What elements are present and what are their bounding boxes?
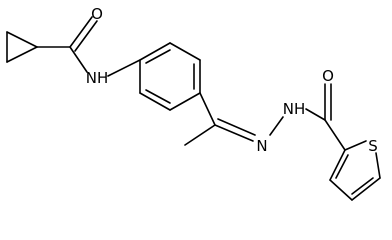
left-amide-group: [36, 16, 141, 77]
bond-phenyl-imine-carbon: [199, 92, 216, 126]
bond-cyclopropyl-2: [6, 31, 38, 48]
bond-thiophene-5: [329, 149, 346, 181]
bond-imine-double-b: [217, 118, 256, 136]
bond-thiophene-inner-2: [335, 154, 349, 179]
bond-nitrogen-carbonyl: [305, 108, 326, 121]
bond-carbonyl-oxygen-a: [69, 16, 93, 48]
atom-oxygen-right: O: [322, 67, 334, 85]
bond-carbonyl-thiophene: [324, 119, 346, 151]
thiophene-ring: [329, 140, 381, 201]
cyclopropane-ring: [6, 31, 38, 63]
atom-hydrazone-nh: NH: [283, 100, 306, 118]
bond-imine-double-a: [214, 124, 254, 142]
atom-imine-nitrogen: N: [256, 137, 267, 155]
bond-benzene-1: [139, 42, 171, 61]
bond-thiophene-3: [351, 177, 381, 201]
bond-carbonyl-nitrogen: [69, 46, 88, 73]
bond-benzene-inner-3: [145, 89, 171, 104]
bond-nitrogen-phenyl: [107, 59, 141, 77]
bond-imine-carbon-methyl: [184, 124, 216, 146]
bond-benzene-4: [169, 92, 201, 111]
bond-nitrogen-nitrogen: [269, 116, 284, 136]
atom-amide-nh: NH: [86, 69, 109, 87]
atom-oxygen-left: O: [91, 5, 103, 23]
bond-benzene-2: [169, 42, 201, 61]
bond-carbonyl-oxygen-b: [74, 20, 98, 52]
atom-thiophene-sulfur: S: [368, 137, 378, 155]
bond-thiophene-2: [375, 152, 381, 179]
hydrazone-linkage: [184, 92, 326, 146]
chemical-structure-diagram: O NH N NH O S: [6, 5, 381, 201]
bond-cyclopropyl-3: [6, 46, 38, 63]
benzene-ring: [139, 42, 201, 111]
bond-thiophene-inner-1: [351, 177, 374, 195]
bond-benzene-inner-1: [145, 49, 171, 64]
bond-thiophene-1: [344, 140, 367, 151]
bond-benzene-5: [139, 92, 171, 111]
right-carbonyl-group: [324, 83, 346, 151]
bond-thiophene-4: [329, 179, 353, 201]
